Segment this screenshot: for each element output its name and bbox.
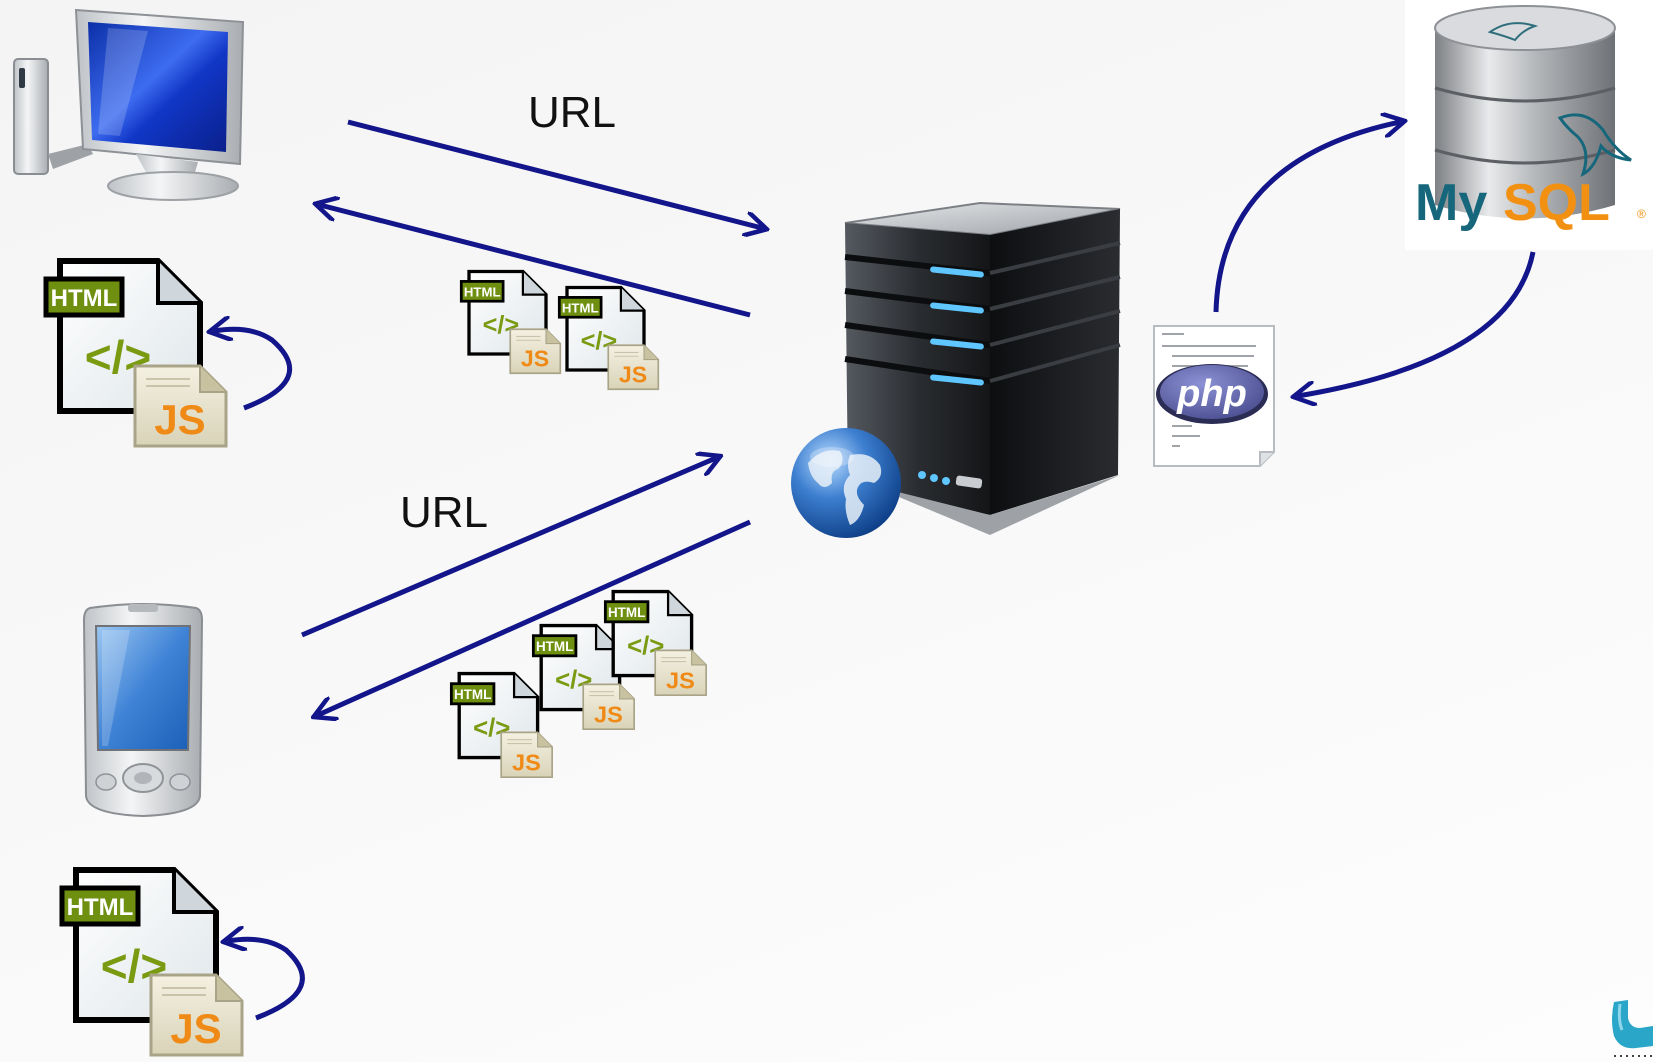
php-to-mysql-arrow xyxy=(1213,122,1400,313)
mysql-registered-mark: ® xyxy=(1637,207,1646,221)
mobile-client-loop-arrow xyxy=(228,939,305,1021)
handheld-device-icon xyxy=(82,603,204,818)
mobile-request-arrow xyxy=(301,458,716,638)
desktop-request-arrow xyxy=(347,119,762,228)
php-file-icon: php xyxy=(1153,325,1275,467)
php-label: php xyxy=(1176,373,1247,415)
mobile-url-label: URL xyxy=(400,488,489,537)
desktop-computer-icon xyxy=(13,8,245,201)
globe-icon xyxy=(791,428,901,538)
mobile-response-arrow xyxy=(318,519,752,715)
brand-logo-icon xyxy=(1612,1000,1653,1057)
desktop-client-loop-arrow xyxy=(214,329,293,411)
mysql-sql-label: SQL xyxy=(1503,174,1610,232)
mysql-database-icon: My SQL ® xyxy=(1405,0,1653,250)
mysql-my-label: My xyxy=(1415,174,1487,232)
mysql-to-php-arrow xyxy=(1298,251,1536,396)
desktop-response-arrow xyxy=(320,205,751,318)
desktop-url-label: URL xyxy=(528,88,617,137)
